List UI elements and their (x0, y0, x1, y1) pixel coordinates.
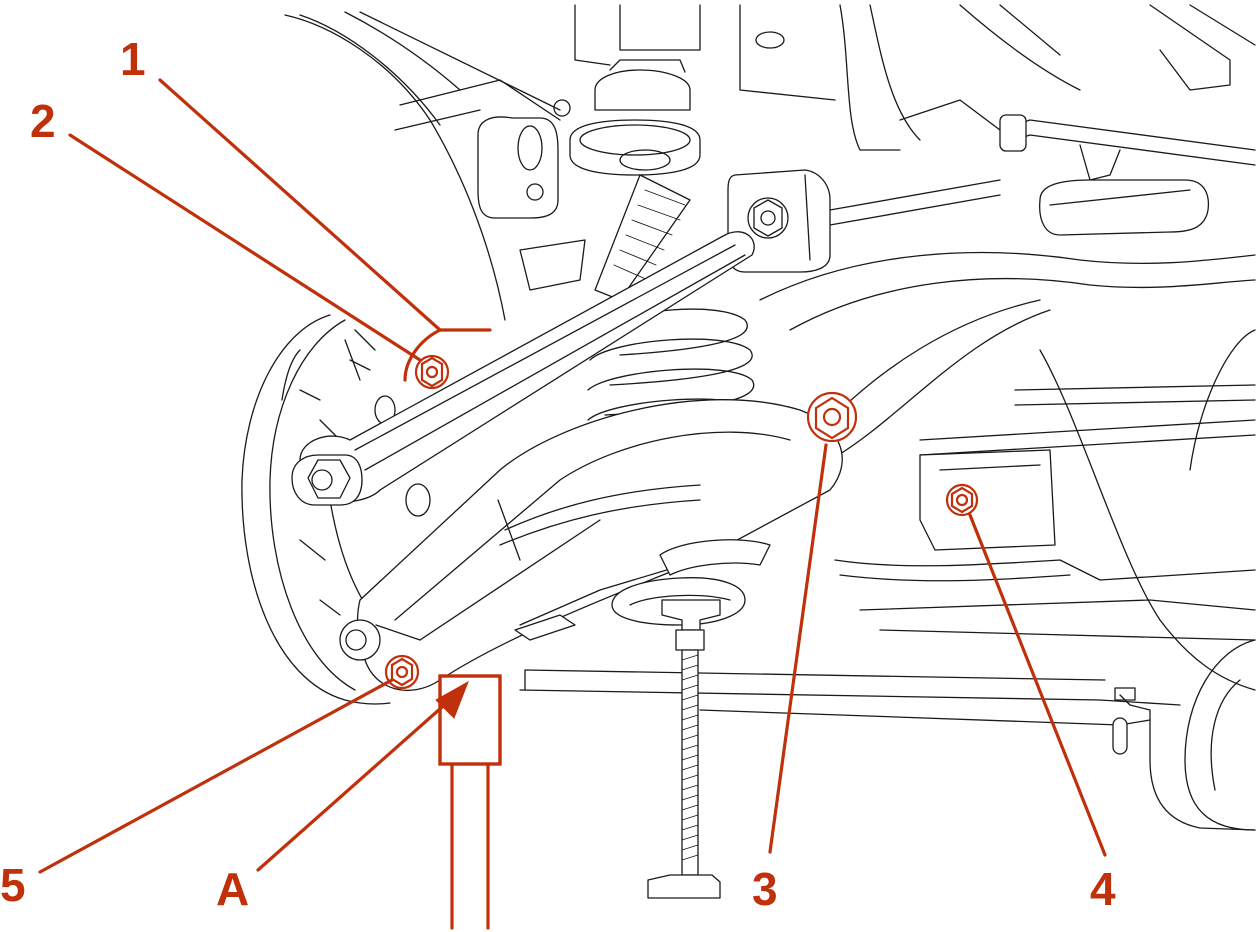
jack-support (438, 674, 502, 930)
nut-lower-arm-inner (806, 391, 858, 443)
upper-control-arm (291, 231, 755, 506)
subframe (519, 251, 1256, 831)
upper-bracket (727, 169, 1001, 273)
nut-subframe (945, 483, 979, 517)
callout-label-5: 5 (0, 859, 26, 911)
highlighted-fasteners (384, 328, 979, 690)
leader-3 (768, 443, 828, 854)
leader-lines (38, 78, 1107, 874)
callout-label-2: 2 (30, 95, 56, 147)
arrow-A (435, 680, 469, 719)
jack-screw (647, 599, 721, 899)
body-linework (284, 4, 1256, 321)
leader-4 (968, 513, 1107, 857)
leader-2 (68, 133, 422, 362)
leader-5 (38, 678, 394, 874)
callout-label-1: 1 (120, 33, 146, 85)
callout-label-3: 3 (752, 863, 778, 915)
callout-label-4: 4 (1090, 863, 1116, 915)
callout-label-A: A (216, 863, 250, 915)
leader-1 (158, 78, 442, 332)
nut-lower-arm-outer (384, 654, 420, 690)
shock-absorber (519, 59, 701, 301)
leader-A (256, 698, 452, 872)
nut-upper-arm (403, 328, 492, 390)
